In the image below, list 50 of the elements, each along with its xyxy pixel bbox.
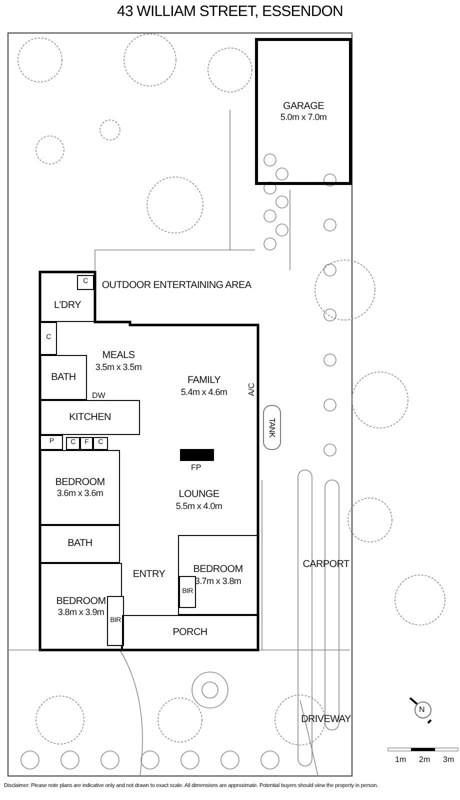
- cupboard: [40, 435, 63, 450]
- room-name: BEDROOM: [193, 564, 243, 576]
- room-dimensions: 3.8m x 3.9m: [58, 607, 104, 618]
- fireplace-label: FP: [191, 463, 202, 472]
- room-name: KITCHEN: [69, 412, 111, 424]
- room: [40, 450, 120, 525]
- scale-label: 2m: [419, 755, 430, 764]
- cupboard: [107, 596, 124, 646]
- room-name: FAMILY: [187, 375, 221, 387]
- scale-label: 3m: [443, 755, 454, 764]
- room-name: DRIVEWAY: [301, 714, 351, 726]
- room-dimensions: 5.4m x 4.6m: [180, 386, 228, 397]
- cupboard: [66, 437, 80, 450]
- room: [40, 525, 120, 563]
- appliance-label: DW: [92, 391, 106, 400]
- scale-label: 1m: [395, 755, 406, 764]
- room-name: CARPORT: [302, 559, 350, 571]
- room-dimensions: 3.6m x 3.6m: [56, 488, 104, 498]
- cupboard: [179, 576, 196, 608]
- room-name: BEDROOM: [55, 476, 105, 488]
- cupboard: [80, 437, 93, 450]
- water-tank: [263, 405, 281, 450]
- north-label: N: [419, 705, 425, 714]
- cupboard: [40, 322, 57, 355]
- cupboard: [77, 275, 94, 290]
- room: [40, 355, 87, 400]
- room: [122, 615, 258, 650]
- room-name: GARAGE: [283, 100, 324, 112]
- room-name: OUTDOOR ENTERTAINING AREA: [102, 280, 252, 292]
- room: [40, 563, 122, 650]
- room-name: PORCH: [172, 626, 208, 638]
- plan-title: 43 WILLIAM STREET, ESSENDON: [116, 3, 344, 20]
- room-name: LOUNGE: [178, 489, 220, 501]
- room: [40, 400, 140, 435]
- room-name: BATH: [51, 372, 76, 384]
- room-name: MEALS: [102, 350, 135, 362]
- room: [255, 38, 352, 185]
- room-dimensions: 3.5m x 3.5m: [95, 362, 142, 372]
- room-name: BEDROOM: [56, 596, 106, 608]
- room-name: BATH: [68, 538, 92, 550]
- appliance-label: A/C: [247, 382, 256, 396]
- room-dimensions: 3.7m x 3.8m: [194, 576, 242, 586]
- room: [178, 535, 258, 615]
- room-dimensions: 5.0m x 7.0m: [280, 112, 327, 122]
- room-name: ENTRY: [132, 569, 166, 581]
- cupboard: [93, 437, 108, 450]
- room-name: TANK: [267, 418, 277, 438]
- room-name: L'DRY: [54, 300, 81, 311]
- room: [40, 272, 95, 322]
- room-dimensions: 5.5m x 4.0m: [176, 500, 222, 511]
